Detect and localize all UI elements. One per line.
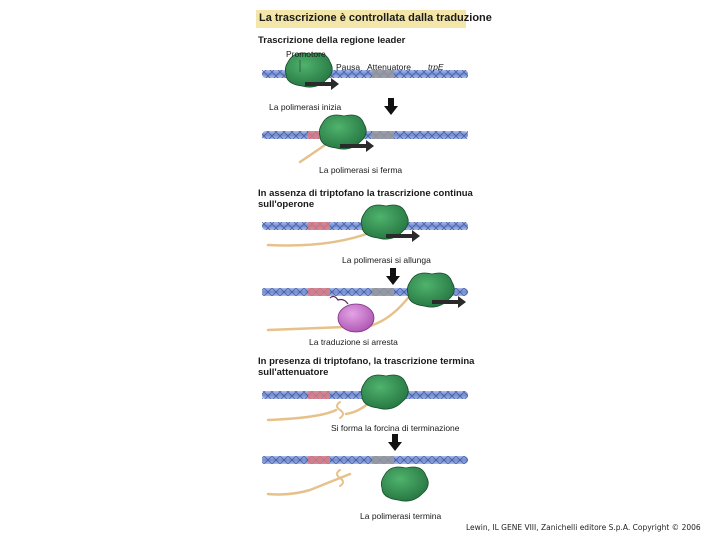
arrow-pause: [340, 140, 374, 152]
label-promotore: Promotore: [286, 49, 326, 59]
rna-transcript-4: [266, 296, 410, 332]
section-absent-line2: sull'operone: [258, 199, 315, 210]
flow-arrow-1: [384, 98, 398, 115]
title-background: [256, 10, 466, 28]
nascent-peptide: [329, 295, 349, 305]
rna-transcript-6: [266, 472, 352, 496]
label-polimerasi-allunga: La polimerasi si allunga: [342, 255, 431, 265]
polymerase-5: [360, 374, 409, 410]
polymerases: [284, 52, 455, 502]
flow-arrow-2: [386, 268, 400, 285]
polymerase-3: [360, 204, 409, 240]
section-leader: Trascrizione della regione leader: [258, 35, 406, 46]
figure-title: La trascrizione è controllata dalla trad…: [259, 12, 492, 24]
label-pausa: Pausa: [336, 62, 361, 72]
copyright-notice: Lewin, IL GENE VIII, Zanichelli editore …: [466, 523, 701, 532]
polymerase-2: [318, 114, 367, 150]
label-attenuatore: Attenuatore: [367, 62, 411, 72]
label-trpE: trpE: [428, 62, 444, 72]
label-traduzione-arresta: La traduzione si arresta: [309, 337, 398, 347]
section-absent-line1: In assenza di triptofano la trascrizione…: [258, 188, 473, 199]
arrow-start: [305, 78, 339, 90]
polymerase-6-released: [380, 466, 429, 502]
section-present-line1: In presenza di triptofano, la trascrizio…: [258, 356, 475, 367]
label-polimerasi-ferma: La polimerasi si ferma: [319, 165, 403, 175]
ribosome: [329, 295, 375, 333]
section-present-line2: sull'attenuatore: [258, 367, 329, 378]
rna-hairpin-6: [336, 469, 344, 487]
polymerase-1: [284, 52, 333, 88]
dna-strand-6: [262, 456, 468, 464]
flow-arrow-3: [388, 434, 402, 451]
arrow-elongate: [386, 230, 420, 242]
label-polimerasi-termina: La polimerasi termina: [360, 511, 442, 521]
rna-transcript-5: [266, 398, 374, 422]
rna-transcript-3: [266, 230, 374, 247]
arrow-continue: [432, 296, 466, 308]
direction-arrows: [305, 78, 466, 308]
flow-arrows: [384, 98, 402, 451]
rna-hairpin-5: [336, 401, 344, 419]
label-forcina: Si forma la forcina di terminazione: [331, 423, 460, 433]
label-polimerasi-inizia: La polimerasi inizia: [269, 102, 342, 112]
